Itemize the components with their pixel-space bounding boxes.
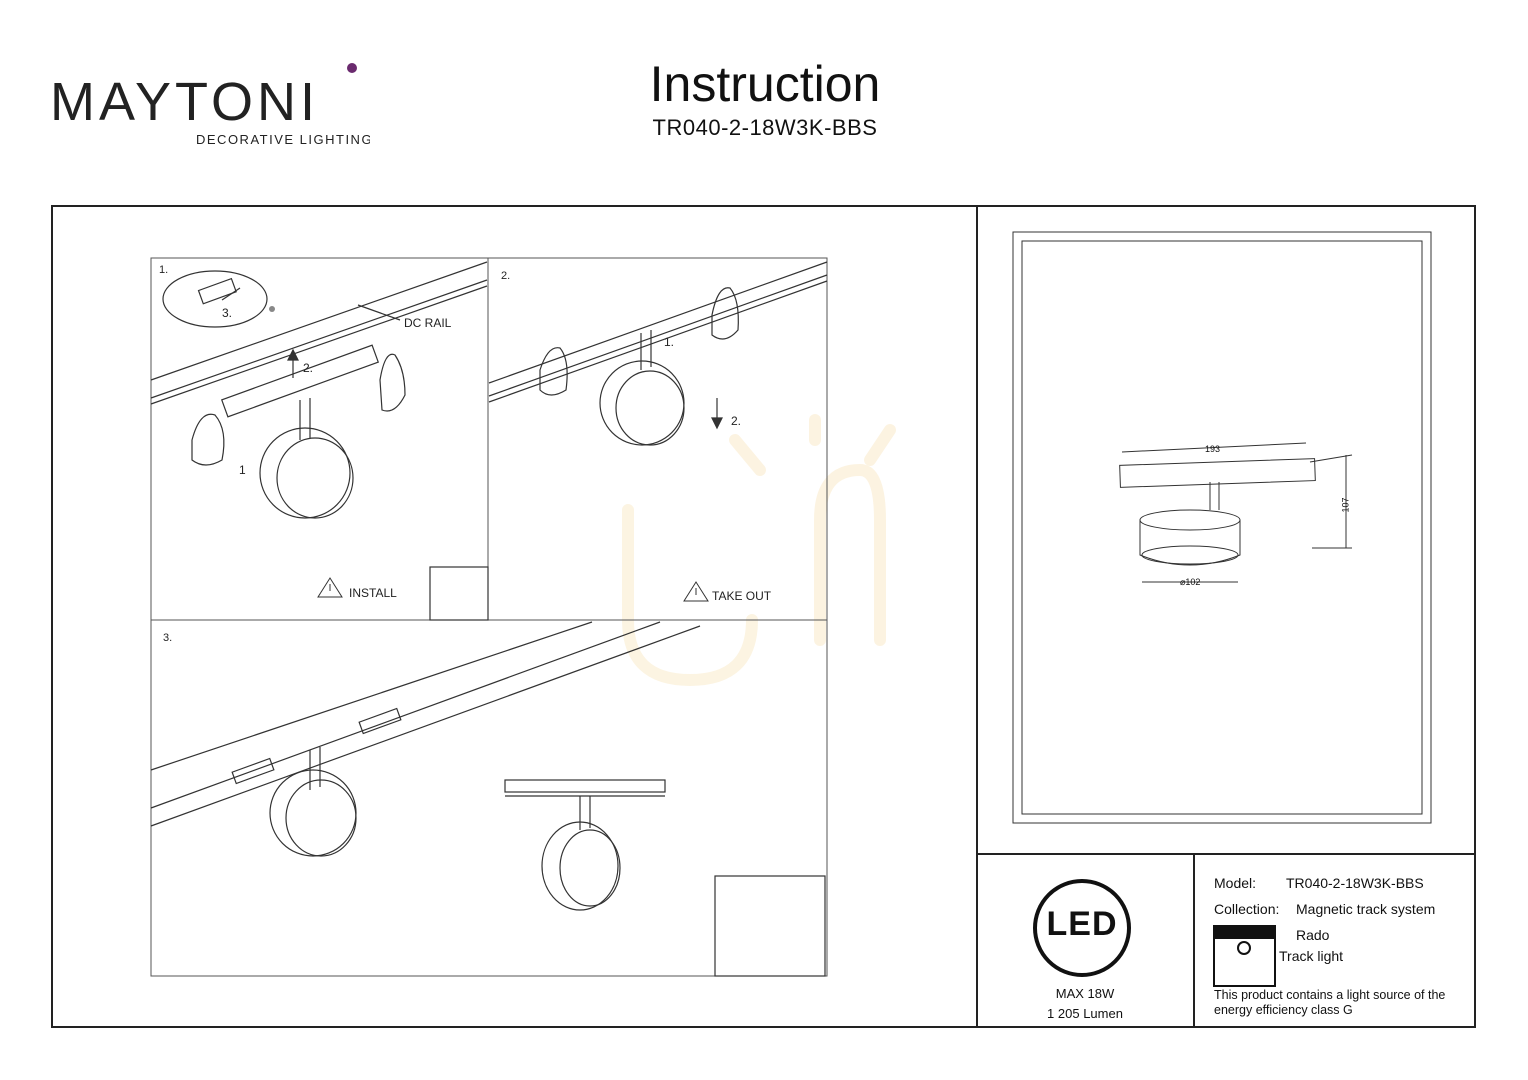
model-code: TR040-2-18W3K-BBS [652, 115, 878, 140]
svg-text:MAYTONI: MAYTONI [50, 72, 319, 132]
lumen-value: 1 205 Lumen [1047, 1006, 1123, 1021]
series-name: Rado [1296, 927, 1330, 943]
step2-action: TAKE OUT [712, 589, 772, 603]
step-panels [150, 257, 828, 977]
collection-value: Magnetic track system [1296, 901, 1436, 917]
step1-number: 1. [159, 264, 169, 276]
warning-icon [317, 577, 709, 602]
product-dimension-drawing [1012, 231, 1432, 824]
max-power: MAX 18W [1055, 986, 1115, 1001]
step3-number: 3. [163, 632, 173, 644]
model-value: TR040-2-18W3K-BBS [1286, 875, 1424, 891]
dc-rail-label: DC RAIL [404, 316, 452, 330]
dimension-diameter: ⌀102 [1180, 577, 1201, 587]
step2-marker-1: 1. [664, 335, 675, 349]
energy-note-line2: energy efficiency class G [1214, 1003, 1353, 1017]
step2-drawing [488, 261, 828, 446]
frame-horizontal-divider [976, 853, 1476, 855]
track-light-symbol-icon [1213, 925, 1276, 987]
step1-action: INSTALL [349, 586, 397, 600]
step1-marker-3: 3. [222, 306, 233, 320]
step2-number: 2. [501, 270, 511, 282]
dimension-length: 193 [1205, 444, 1221, 454]
frame-vertical-divider [976, 205, 978, 1028]
svg-text:DECORATIVE LIGHTING: DECORATIVE LIGHTING [196, 132, 370, 147]
page-title: Instruction [649, 56, 881, 112]
collection-label: Collection: [1214, 901, 1280, 917]
led-badge-icon [1033, 879, 1131, 977]
led-label: LED [1046, 905, 1118, 943]
model-label: Model: [1214, 875, 1257, 891]
content-frame [51, 205, 1476, 1028]
step2-marker-2: 2. [731, 414, 742, 428]
step1-drawing [150, 261, 488, 519]
maytoni-logo: MAYTONI DECORATIVE LIGHTING [50, 63, 372, 147]
brand-logo: MAYTONI DECORATIVE LIGHTING [50, 62, 372, 152]
info-divider [1193, 853, 1195, 1028]
dimension-height: 107 [1340, 497, 1351, 513]
step1-marker-1: 1 [239, 463, 246, 477]
logo-accent-dot [347, 63, 357, 73]
step1-marker-2: 2. [303, 361, 314, 375]
product-type: Track light [1279, 948, 1344, 964]
energy-note-line1: This product contains a light source of … [1214, 988, 1446, 1002]
watermark [622, 414, 896, 687]
step3-drawing [150, 566, 826, 977]
